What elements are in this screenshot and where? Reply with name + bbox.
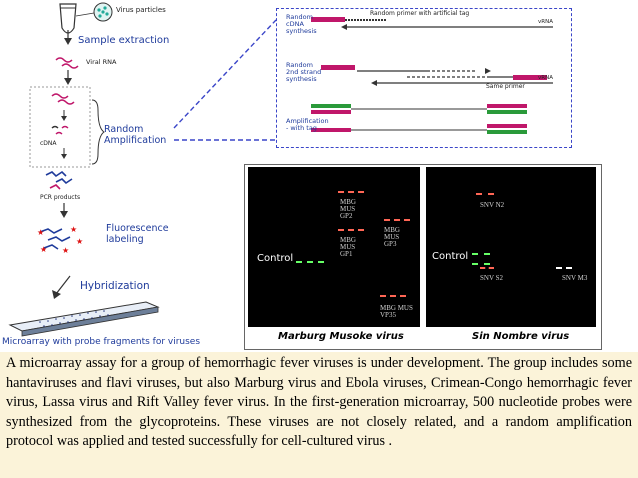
panel-sin-nombre: Control SNV N2 SNV S2 SNV M3: [426, 167, 596, 327]
protocol-step-2: Random 2nd strand synthesis: [286, 61, 322, 83]
spot-label: SNV S2: [480, 274, 504, 282]
spot-row-gp2: [338, 191, 364, 197]
label-random-amplification: Random Amplification: [104, 124, 167, 146]
figure: ★ ★ ★ ★ ★ Virus particles Sample extract…: [0, 0, 638, 352]
protocol-step-3: Amplification - with tag: [286, 117, 329, 132]
primer-label: Random primer with artificial tag: [370, 10, 470, 17]
svg-text:★: ★: [76, 237, 83, 246]
vrna-label-2: vRNA: [538, 75, 553, 81]
workflow-graphics: ★ ★ ★ ★ ★: [8, 2, 160, 337]
spot-row-gp3: [384, 219, 410, 225]
spot-row-n2: [476, 193, 494, 199]
spot-row-control: [472, 253, 490, 259]
spot-label: MBG MUS GP2: [340, 198, 356, 220]
vrna-label-1: vRNA: [538, 19, 553, 25]
label-hybridization: Hybridization: [80, 280, 150, 292]
callout-lines: [173, 19, 277, 141]
spot-label: MBG MUS GP3: [384, 226, 400, 248]
spot-label: MBG MUS GP1: [340, 236, 356, 258]
svg-text:★: ★: [70, 225, 77, 234]
same-primer-label: Same primer: [486, 83, 525, 90]
svg-text:★: ★: [37, 228, 44, 237]
panel-caption: Marburg Musoke virus: [278, 331, 404, 342]
spot-row-s2: [480, 267, 494, 273]
panel-caption: Sin Nombre virus: [472, 331, 570, 342]
label-pcr-products: PCR products: [40, 194, 81, 201]
spot-label: SNV N2: [480, 201, 505, 209]
protocol-step-1: Random cDNA synthesis: [286, 13, 317, 35]
panel-marburg: Control MBG MUS GP2 MBG MUS GP1 MBG MUS …: [248, 167, 420, 327]
spot-label: SNV M3: [562, 274, 588, 282]
spot-row-gp1: [338, 229, 364, 235]
label-microarray: Microarray with probe fragments for viru…: [2, 337, 201, 347]
svg-text:★: ★: [40, 245, 47, 254]
control-label: Control: [432, 251, 469, 262]
label-fluorescence-labeling: Fluorescence labeling: [106, 223, 169, 245]
control-label: Control: [257, 253, 294, 264]
svg-text:★: ★: [62, 246, 69, 255]
spot-row-vp35: [380, 295, 406, 301]
label-cdna: cDNA: [40, 140, 57, 147]
spot-row-m3: [556, 267, 572, 273]
label-sample-extraction: Sample extraction: [78, 35, 170, 46]
spot-row-control: [472, 263, 490, 269]
spot-row-control: [296, 261, 324, 267]
description-text: A microarray assay for a group of hemorr…: [6, 355, 632, 450]
spot-label: MBG MUS VP35: [380, 304, 413, 319]
protocol-graphics: [311, 17, 553, 134]
label-viral-rna: Viral RNA: [86, 58, 117, 66]
label-virus-particles: Virus particles: [116, 6, 166, 14]
